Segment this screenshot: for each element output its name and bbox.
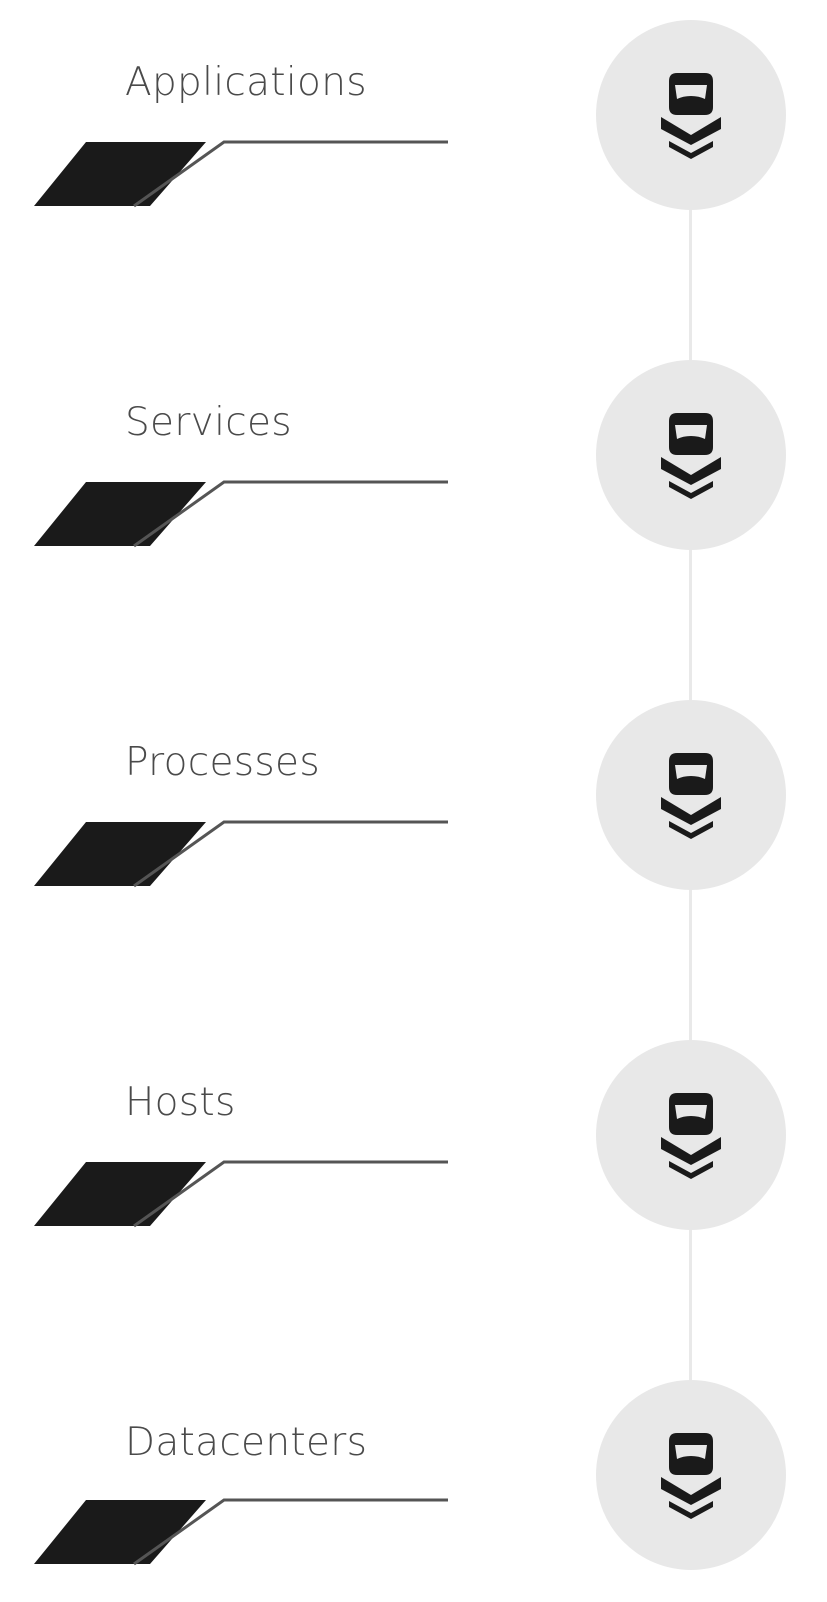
layer-label: Processes xyxy=(125,740,320,785)
layer-label: Applications xyxy=(125,60,367,105)
masked-agent-icon xyxy=(661,1433,721,1519)
label-underline-graphic xyxy=(34,140,448,208)
layer-node xyxy=(596,360,786,550)
layer-node xyxy=(596,20,786,210)
label-underline-graphic xyxy=(34,480,448,548)
masked-agent-icon xyxy=(661,1093,721,1179)
label-underline-graphic xyxy=(34,820,448,888)
label-underline-graphic xyxy=(34,1160,448,1228)
layer-node xyxy=(596,700,786,890)
layer-node xyxy=(596,1380,786,1570)
label-underline-graphic xyxy=(34,1498,448,1566)
layer-node xyxy=(596,1040,786,1230)
connector-line xyxy=(689,1225,692,1383)
layer-label: Datacenters xyxy=(125,1420,368,1465)
masked-agent-icon xyxy=(661,73,721,159)
masked-agent-icon xyxy=(661,753,721,839)
layer-label: Services xyxy=(125,400,292,445)
connector-line xyxy=(689,885,692,1043)
connector-line xyxy=(689,205,692,363)
masked-agent-icon xyxy=(661,413,721,499)
layer-label: Hosts xyxy=(125,1080,236,1125)
connector-line xyxy=(689,545,692,703)
